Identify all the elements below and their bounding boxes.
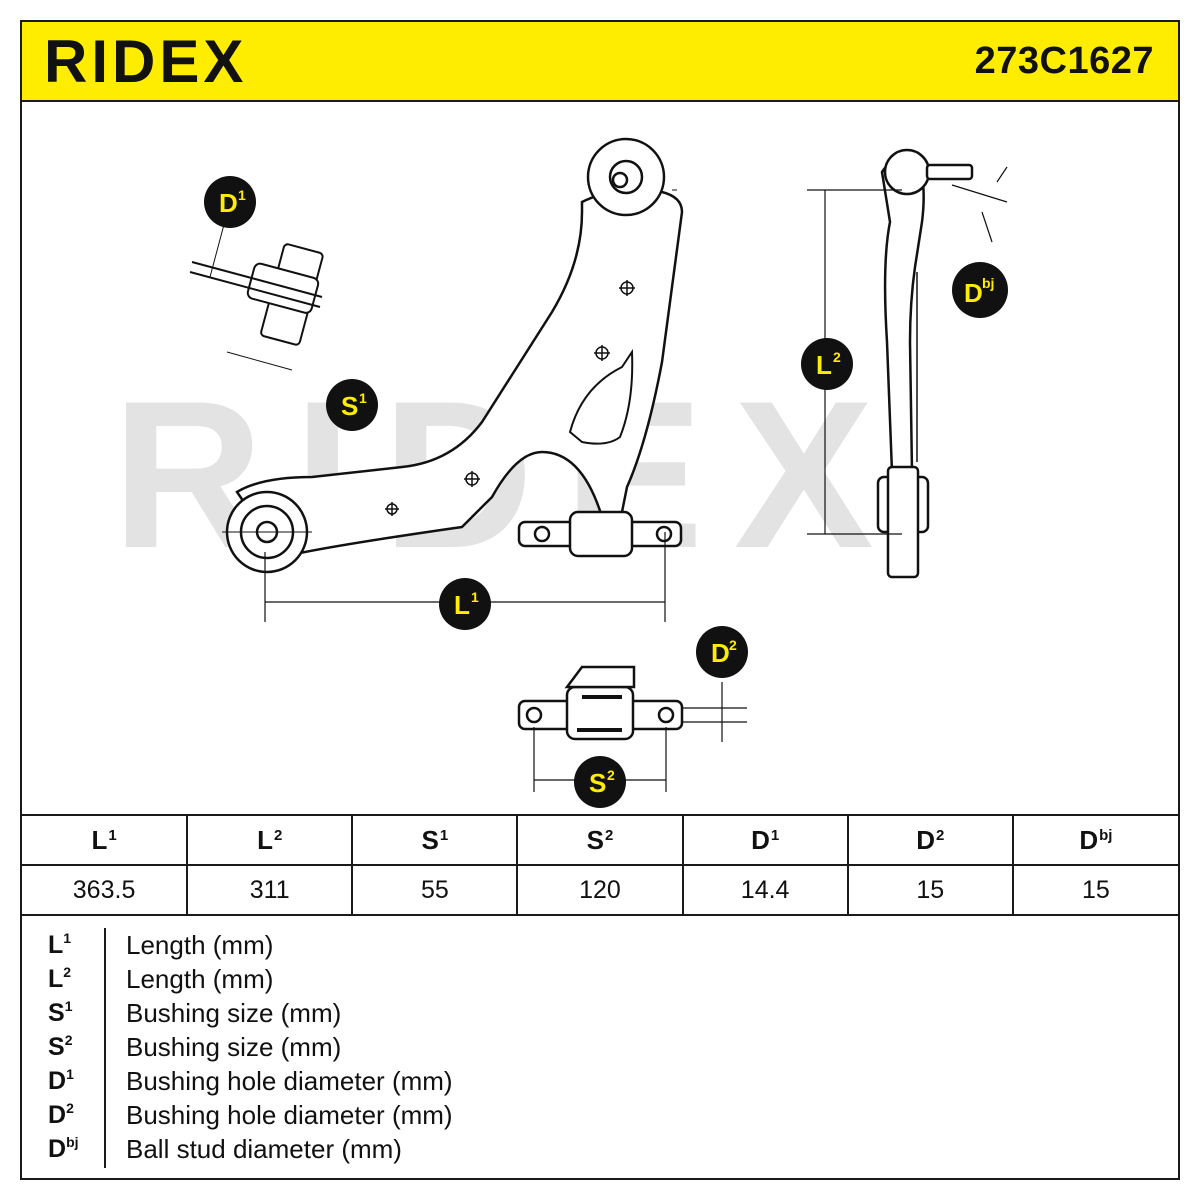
dimension-d2 bbox=[682, 682, 747, 742]
legend-description: Bushing size (mm) bbox=[126, 998, 342, 1028]
callout-dbj: D bj bbox=[952, 262, 1008, 318]
value-cell-l1: 363.5 bbox=[22, 865, 189, 916]
callout-s1: S 1 bbox=[326, 379, 378, 431]
ridex-logo: RIDEX bbox=[44, 28, 247, 95]
svg-text:L: L bbox=[816, 350, 832, 380]
svg-text:2: 2 bbox=[833, 349, 841, 365]
header-cell-l1: L1 bbox=[22, 814, 189, 866]
svg-text:1: 1 bbox=[238, 187, 246, 203]
value-cell-l2: 311 bbox=[187, 865, 354, 916]
callout-d2: D 2 bbox=[696, 626, 748, 678]
part-number: 273C1627 bbox=[974, 40, 1154, 82]
legend-item: Dbj Ball stud diameter (mm) bbox=[22, 1134, 1178, 1168]
value-cell-s2: 120 bbox=[517, 865, 684, 916]
legend-item: L1 Length (mm) bbox=[22, 930, 1178, 964]
legend-symbol: D1 bbox=[48, 1066, 74, 1095]
legend-item: L2 Length (mm) bbox=[22, 964, 1178, 998]
callout-s2: S 2 bbox=[574, 756, 626, 808]
value-cell-dbj: 15 bbox=[1012, 865, 1178, 916]
legend-item: D2 Bushing hole diameter (mm) bbox=[22, 1100, 1178, 1134]
svg-text:L: L bbox=[454, 590, 470, 620]
svg-text:bj: bj bbox=[982, 275, 994, 291]
legend-item: D1 Bushing hole diameter (mm) bbox=[22, 1066, 1178, 1100]
legend-description: Length (mm) bbox=[126, 930, 274, 960]
legend-symbol: L2 bbox=[48, 964, 72, 993]
legend: L1 Length (mm) L2 Length (mm) S1 Bushing… bbox=[22, 918, 1178, 1180]
logo-text: RIDEX bbox=[44, 28, 247, 95]
value-cell-d2: 15 bbox=[847, 865, 1014, 916]
header-cell-d2: D2 bbox=[847, 814, 1014, 866]
svg-text:D: D bbox=[711, 638, 730, 668]
legend-description: Length (mm) bbox=[126, 964, 274, 994]
legend-symbol: S2 bbox=[48, 1032, 73, 1061]
spec-sheet-frame: RIDEX 273C1627 RIDEX bbox=[20, 20, 1180, 1180]
spec-table-header-row: L1 L2 S1 S2 D1 D2 Dbj bbox=[22, 814, 1178, 866]
value-cell-s1: 55 bbox=[352, 865, 519, 916]
legend-item: S1 Bushing size (mm) bbox=[22, 998, 1178, 1032]
svg-text:1: 1 bbox=[471, 589, 479, 605]
svg-text:D: D bbox=[219, 188, 238, 218]
legend-symbol: L1 bbox=[48, 930, 72, 959]
header-cell-d1: D1 bbox=[682, 814, 849, 866]
callout-l2: L 2 bbox=[801, 338, 853, 390]
legend-symbol: Dbj bbox=[48, 1134, 79, 1163]
header-bar: RIDEX 273C1627 bbox=[22, 22, 1178, 102]
dimension-dbj bbox=[951, 166, 1008, 243]
legend-description: Bushing hole diameter (mm) bbox=[126, 1100, 453, 1130]
header-cell-s1: S1 bbox=[352, 814, 519, 866]
svg-text:S: S bbox=[341, 391, 358, 421]
legend-description: Bushing size (mm) bbox=[126, 1032, 342, 1062]
callout-d1: D 1 bbox=[204, 176, 256, 228]
legend-symbol: S1 bbox=[48, 998, 73, 1027]
header-cell-s2: S2 bbox=[517, 814, 684, 866]
spec-table: L1 L2 S1 S2 D1 D2 Dbj 363.5 311 55 120 1… bbox=[22, 814, 1178, 916]
legend-description: Ball stud diameter (mm) bbox=[126, 1134, 402, 1164]
bushing-d1-drawing bbox=[189, 201, 324, 371]
bushing-d2-drawing bbox=[517, 665, 684, 741]
value-cell-d1: 14.4 bbox=[682, 865, 849, 916]
spec-table-value-row: 363.5 311 55 120 14.4 15 15 bbox=[22, 865, 1178, 916]
technical-drawing: RIDEX bbox=[22, 102, 1178, 814]
svg-text:1: 1 bbox=[359, 390, 367, 406]
header-cell-dbj: Dbj bbox=[1012, 814, 1178, 866]
callout-l1: L 1 bbox=[439, 578, 491, 630]
control-arm-side-view bbox=[876, 148, 974, 579]
svg-text:2: 2 bbox=[729, 637, 737, 653]
legend-description: Bushing hole diameter (mm) bbox=[126, 1066, 453, 1096]
legend-symbol: D2 bbox=[48, 1100, 74, 1129]
svg-text:D: D bbox=[964, 278, 983, 308]
control-arm-drawing bbox=[222, 137, 684, 574]
svg-text:2: 2 bbox=[607, 767, 615, 783]
header-cell-l2: L2 bbox=[187, 814, 354, 866]
svg-text:S: S bbox=[589, 768, 606, 798]
legend-item: S2 Bushing size (mm) bbox=[22, 1032, 1178, 1066]
legend-divider bbox=[104, 928, 106, 1168]
